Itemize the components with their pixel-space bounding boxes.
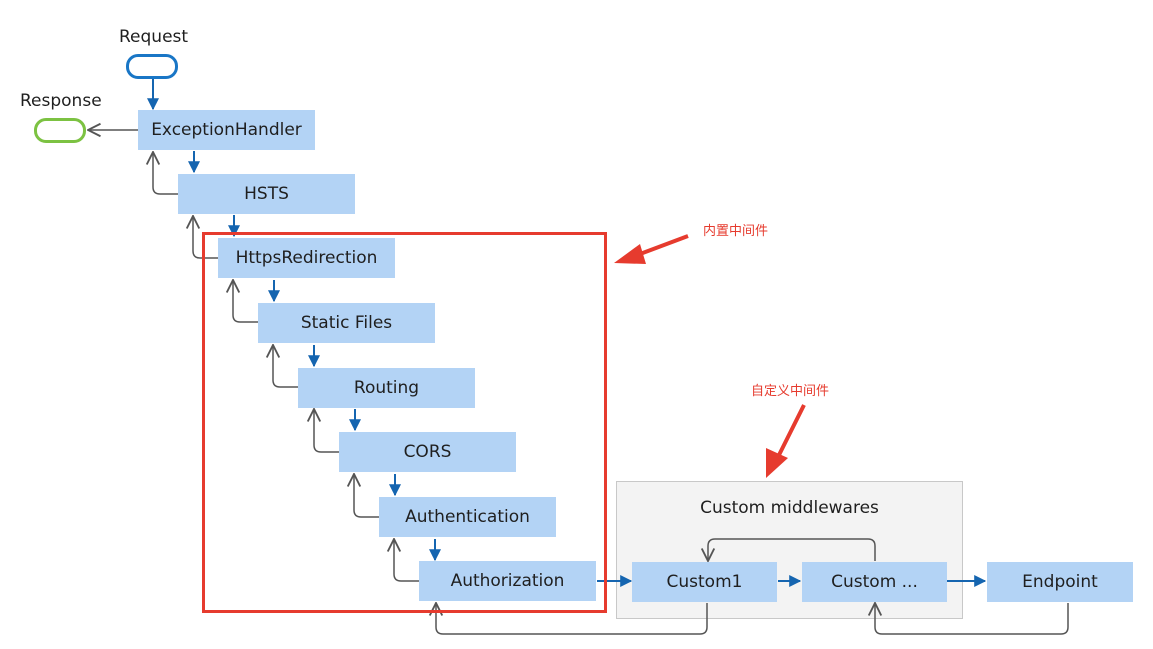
custom-middleware-callout: 自定义中间件 — [751, 384, 830, 399]
return-custommore-loop-to-custom1 — [708, 538, 876, 561]
node-staticfiles: Static Files — [258, 303, 435, 343]
node-cors: CORS — [339, 432, 516, 472]
builtin-middleware-callout: 内置中间件 — [703, 224, 769, 239]
node-authentication: Authentication — [379, 497, 556, 537]
node-hsts: HSTS — [178, 174, 355, 214]
node-custom-more: Custom ... — [802, 562, 947, 602]
return-cors-to-routing — [314, 409, 339, 453]
builtin-middleware-highlight — [202, 232, 607, 613]
response-terminal — [34, 118, 86, 143]
return-staticfiles-to-httpsredirection — [233, 280, 258, 323]
return-routing-to-staticfiles — [273, 345, 298, 388]
return-authentication-to-cors — [354, 474, 379, 518]
node-authorization: Authorization — [419, 561, 596, 601]
node-custom1: Custom1 — [632, 562, 777, 602]
request-label: Request — [119, 27, 189, 47]
custom-middlewares-title: Custom middlewares — [700, 498, 879, 518]
node-endpoint: Endpoint — [987, 562, 1133, 602]
node-exceptionhandler: ExceptionHandler — [138, 110, 315, 150]
request-terminal — [126, 54, 178, 79]
return-endpoint-to-custommore — [875, 603, 1069, 635]
callout-arrows — [614, 234, 806, 478]
return-authorization-to-authentication — [394, 539, 419, 582]
return-custom1-to-authorization — [436, 603, 708, 635]
node-routing: Routing — [298, 368, 475, 408]
return-httpsredirection-to-hsts — [193, 216, 218, 259]
node-httpsredirection: HttpsRedirection — [218, 238, 395, 278]
return-hsts-to-exceptionhandler — [153, 152, 178, 195]
response-label: Response — [20, 91, 102, 111]
